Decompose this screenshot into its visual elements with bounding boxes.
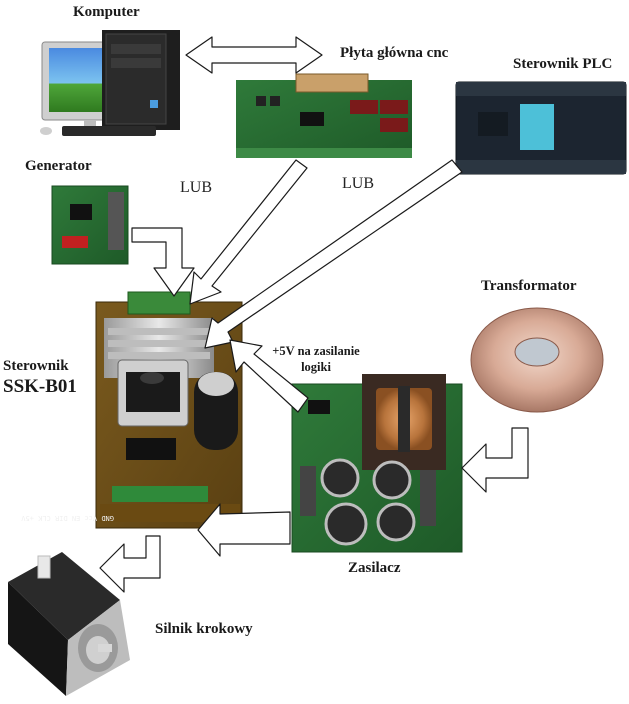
arrow-generator-to-driver <box>131 227 195 297</box>
arrow-driver-to-motor <box>99 535 161 593</box>
driver-name-label: Sterownik <box>3 358 69 374</box>
plc-label: Sterownik PLC <box>513 56 613 72</box>
stepper-motor-image <box>8 552 130 696</box>
plc-image <box>455 81 627 175</box>
cnc-board-image <box>236 73 412 158</box>
logic-supply-line2: logiki <box>301 359 331 374</box>
driver-terminal-text: GND Vcc EN DIR CLK +5V <box>20 514 114 522</box>
computer-label: Komputer <box>73 4 140 20</box>
lub-left-label: LUB <box>180 179 212 196</box>
bidirectional-arrow <box>185 36 323 74</box>
logic-supply-label: +5V na zasilanie logiki <box>264 344 368 375</box>
driver-model-label: SSK-B01 <box>3 376 77 397</box>
cnc-board-label: Płyta główna cnc <box>340 45 449 61</box>
generator-image <box>51 185 129 265</box>
arrow-cnc-to-driver <box>189 159 308 305</box>
arrow-transformer-to-psu <box>461 427 529 493</box>
power-supply-label: Zasilacz <box>348 560 401 576</box>
transformer-label: Transformator <box>481 278 577 294</box>
stepper-motor-label: Silnik krokowy <box>155 621 253 637</box>
computer-image <box>40 30 180 136</box>
generator-label: Generator <box>25 158 92 174</box>
arrow-psu-to-driver <box>197 503 291 557</box>
arrow-plc-to-driver <box>204 159 463 349</box>
arrow-logic-supply-to-driver <box>229 339 309 413</box>
power-supply-image <box>291 374 463 553</box>
logic-supply-line1: +5V na zasilanie <box>272 344 360 358</box>
lub-right-label: LUB <box>342 175 374 192</box>
transformer-image <box>470 307 604 413</box>
